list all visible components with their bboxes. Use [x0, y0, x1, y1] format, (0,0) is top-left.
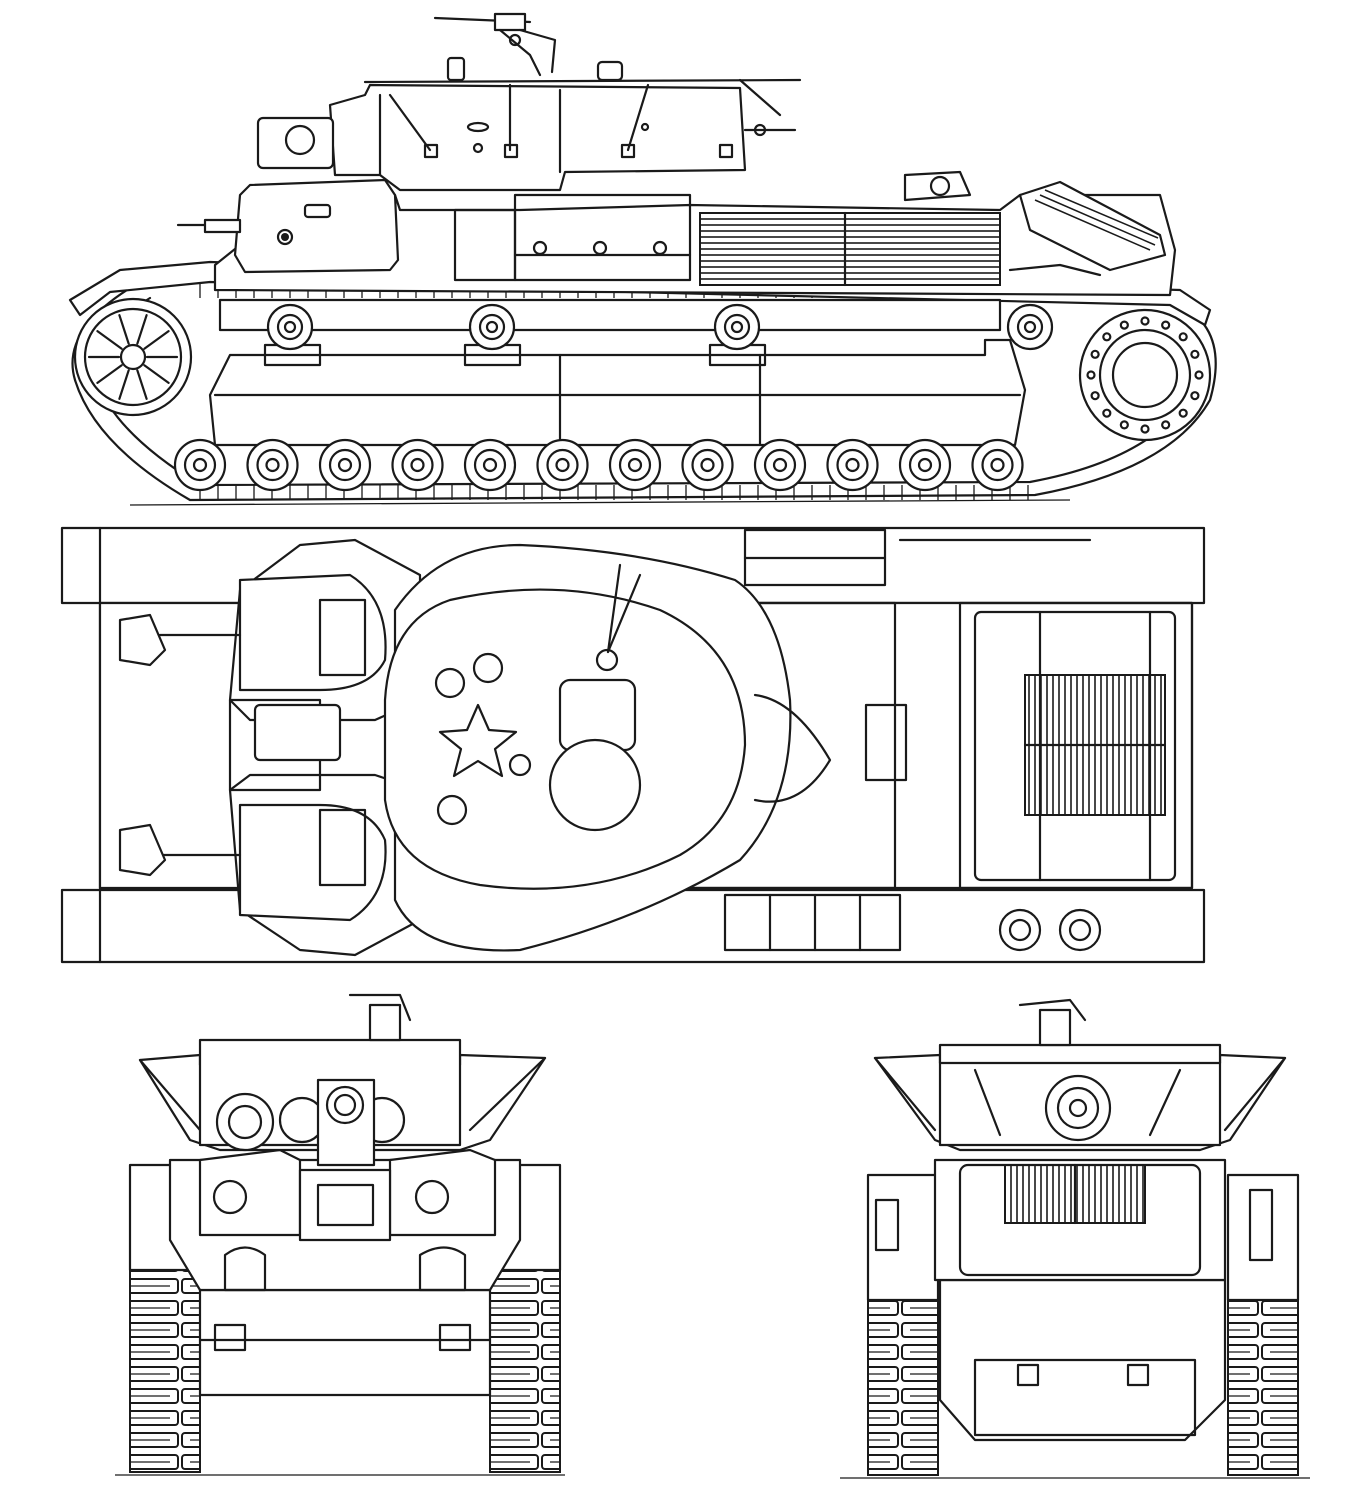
- road-wheel: [318, 438, 372, 492]
- side-front-turret: [176, 178, 400, 274]
- turret-star: [438, 703, 518, 778]
- rear-track-left: [867, 1299, 939, 1476]
- side-road-wheels: [173, 438, 1024, 492]
- road-wheel: [246, 438, 299, 492]
- side-return-rollers: [266, 303, 1054, 351]
- front-view: [115, 993, 565, 1476]
- front-track-left: [129, 1269, 201, 1473]
- road-wheel: [826, 438, 879, 492]
- return-roller: [713, 303, 761, 351]
- road-wheel: [463, 438, 517, 492]
- top-main-turret: [383, 543, 832, 952]
- side-skirt: [208, 298, 1027, 447]
- road-wheel: [536, 438, 589, 492]
- rear-view: [840, 998, 1310, 1479]
- return-roller: [1006, 303, 1054, 351]
- return-roller: [468, 303, 516, 351]
- road-wheel: [173, 438, 227, 492]
- road-wheel: [608, 438, 662, 492]
- side-drive-sprocket: [1078, 308, 1212, 442]
- road-wheel: [391, 438, 444, 492]
- side-view: [68, 12, 1217, 506]
- road-wheel: [898, 438, 952, 492]
- top-view: [60, 526, 1206, 964]
- road-wheel: [971, 438, 1024, 492]
- road-wheel: [753, 438, 807, 492]
- side-main-turret: [256, 12, 802, 192]
- road-wheel: [681, 438, 734, 492]
- front-track-right: [489, 1269, 561, 1473]
- return-roller: [266, 303, 314, 351]
- side-hull-panels: [453, 170, 1167, 287]
- side-idler-wheel: [73, 297, 193, 417]
- rear-track-right: [1227, 1299, 1299, 1476]
